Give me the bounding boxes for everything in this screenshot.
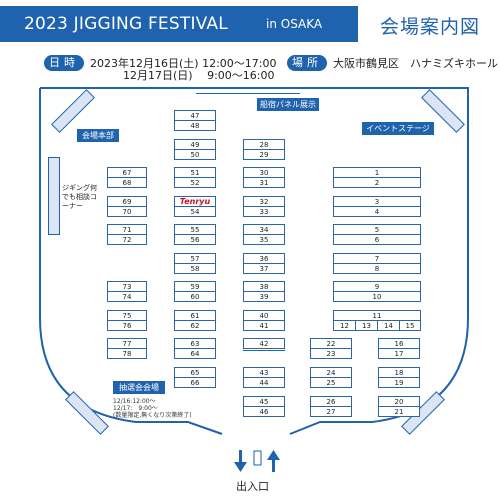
event-city: in OSAKA [266,17,323,31]
booth-8[interactable]: 8 [333,263,421,274]
booth-19[interactable]: 19 [378,377,420,388]
lottery-note-3: (数量限定,無くなり次第終了) [113,412,192,419]
booth-58[interactable]: 58 [174,263,216,274]
entrance-label: 出入口 [236,480,269,493]
booth-72[interactable]: 72 [107,234,147,245]
arrow-up-icon [267,450,280,472]
booth-15[interactable]: 15 [399,320,421,331]
booth-68[interactable]: 68 [107,177,147,188]
booth-13[interactable]: 13 [355,320,378,331]
date-line-2: 12月17日(日) 9:00～16:00 [123,69,275,82]
door-icon [253,450,262,466]
booth-41[interactable]: 41 [243,320,285,331]
booth-74[interactable]: 74 [107,291,147,302]
lottery-label: 抽選会会場 [113,381,165,394]
booth-44[interactable]: 44 [243,377,285,388]
consult-corner-pillar [48,157,60,235]
event-stage-label: イベントステージ [362,122,434,135]
booth-37[interactable]: 37 [243,263,285,274]
booth-66[interactable]: 66 [174,377,216,388]
booth-50[interactable]: 50 [174,149,216,160]
booth-70[interactable]: 70 [107,206,147,217]
boat-panel-label: 船宿パネル展示 [257,98,319,111]
booth-21[interactable]: 21 [378,406,420,417]
entrance-arrows [234,450,280,472]
booth-33[interactable]: 33 [243,206,285,217]
booth-52[interactable]: 52 [174,177,216,188]
booth-64[interactable]: 64 [174,348,216,359]
booth-39[interactable]: 39 [243,291,285,302]
lottery-note-2: 12/17: 9:00～ [113,405,158,412]
booth-14[interactable]: 14 [377,320,400,331]
booth-31[interactable]: 31 [243,177,285,188]
booth-25[interactable]: 25 [310,377,352,388]
map-title: 会場案内図 [380,16,481,38]
booth-6[interactable]: 6 [333,234,421,245]
hq-label: 会場本部 [77,129,119,142]
booth-60[interactable]: 60 [174,291,216,302]
booth-35[interactable]: 35 [243,234,285,245]
booth-2[interactable]: 2 [333,177,421,188]
booth-27[interactable]: 27 [310,406,352,417]
place-value: 大阪市鶴見区 ハナミズキホール [333,57,498,70]
title-banner: 2023 JIGGING FESTIVAL in OSAKA [0,6,358,42]
booth-46[interactable]: 46 [243,406,285,417]
date-label: 日時 [44,55,84,71]
booth-78[interactable]: 78 [107,348,147,359]
booth-23[interactable]: 23 [310,348,352,359]
arrow-down-icon [234,450,247,472]
booth-10[interactable]: 10 [333,291,421,302]
date-line-1: 2023年12月16日(土) 12:00～17:00 [90,57,277,70]
booth-4[interactable]: 4 [333,206,421,217]
booth-42[interactable]: 42 [243,338,285,349]
booth-42-underline [243,350,285,351]
event-title: 2023 JIGGING FESTIVAL [24,14,228,34]
booth-48[interactable]: 48 [174,120,216,131]
place-label: 場所 [287,55,327,71]
booth-12[interactable]: 12 [333,320,356,331]
booth-76[interactable]: 76 [107,320,147,331]
tenryu-logo: Tenryu [179,197,211,206]
booth-54[interactable]: 54 [174,206,216,217]
consult-corner-label: ジギング何でも相談コーナー [62,184,97,210]
booth-17[interactable]: 17 [378,348,420,359]
panel-line [196,93,300,94]
booth-62[interactable]: 62 [174,320,216,331]
lottery-note-1: 12/16:12:00～ [113,398,156,405]
booth-56[interactable]: 56 [174,234,216,245]
booth-29[interactable]: 29 [243,149,285,160]
